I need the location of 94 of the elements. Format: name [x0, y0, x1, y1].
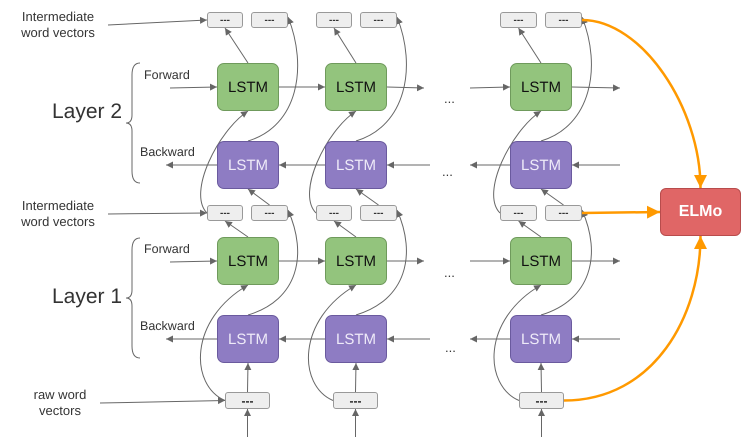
- arrow: [386, 336, 430, 342]
- direction-label: Forward: [144, 68, 204, 88]
- vector-box: ---: [316, 12, 352, 28]
- arrow: [470, 336, 510, 342]
- arrow: [248, 188, 270, 206]
- arrow: [278, 162, 326, 168]
- vector-box: ---: [251, 205, 288, 221]
- arrow: [278, 336, 326, 342]
- vector-box: ---: [545, 205, 582, 221]
- arrow: [224, 28, 248, 64]
- arrow: [200, 284, 248, 401]
- direction-label: Forward: [144, 242, 204, 262]
- vector-box: ---: [251, 12, 288, 28]
- lstm-box: LSTM: [325, 141, 387, 189]
- arrow: [494, 284, 542, 401]
- arrow: [470, 162, 510, 168]
- lstm-box: LSTM: [510, 141, 572, 189]
- lstm-box: LSTM: [325, 63, 387, 111]
- ellipsis: ...: [444, 91, 455, 106]
- arrow: [248, 16, 298, 142]
- row-label: Intermediate word vectors: [8, 197, 108, 231]
- arrow: [309, 110, 356, 214]
- output-box: ELMo: [660, 188, 741, 236]
- arrow: [582, 18, 706, 188]
- arrow: [470, 258, 510, 264]
- arrow: [386, 84, 424, 92]
- arrow: [352, 408, 359, 437]
- vector-box: ---: [545, 12, 582, 28]
- arrow: [572, 162, 620, 168]
- arrow: [166, 162, 218, 168]
- arrow: [572, 258, 620, 264]
- vector-box: ---: [519, 392, 564, 409]
- arrow: [166, 336, 218, 342]
- ellipsis: ...: [444, 265, 455, 280]
- arrow: [386, 258, 424, 264]
- arrow: [100, 397, 226, 404]
- arrow: [518, 220, 542, 238]
- arrow: [356, 16, 407, 142]
- ellipsis: ...: [445, 340, 456, 355]
- arrow: [248, 210, 298, 316]
- arrow: [334, 28, 356, 64]
- arrow: [518, 28, 542, 64]
- arrow: [572, 336, 620, 342]
- ellipsis: ...: [442, 164, 453, 179]
- arrow: [334, 220, 356, 238]
- vector-box: ---: [333, 392, 378, 409]
- arrow: [356, 188, 379, 206]
- arrow: [538, 362, 545, 392]
- vector-box: ---: [225, 392, 270, 409]
- lstm-box: LSTM: [325, 315, 387, 363]
- arrow: [493, 110, 542, 214]
- direction-label: Backward: [140, 145, 200, 165]
- arrow: [200, 110, 248, 214]
- lstm-box: LSTM: [325, 237, 387, 285]
- arrow: [386, 162, 430, 168]
- vector-box: ---: [207, 12, 243, 28]
- arrow: [540, 188, 564, 206]
- row-label: raw word vectors: [20, 385, 100, 421]
- arrow: [540, 210, 592, 316]
- arrow: [108, 210, 208, 217]
- vector-box: ---: [360, 205, 397, 221]
- lstm-box: LSTM: [510, 237, 572, 285]
- lstm-box: LSTM: [217, 315, 279, 363]
- arrow: [572, 84, 620, 92]
- lstm-box: LSTM: [510, 63, 572, 111]
- layer-label: Layer 2: [52, 100, 122, 124]
- arrow: [352, 362, 360, 392]
- lstm-box: LSTM: [217, 141, 279, 189]
- arrow: [244, 362, 252, 392]
- vector-box: ---: [500, 205, 537, 221]
- vector-box: ---: [207, 205, 243, 221]
- lstm-box: LSTM: [217, 63, 279, 111]
- vector-box: ---: [316, 205, 352, 221]
- arrow: [244, 408, 251, 437]
- arrow: [108, 16, 208, 26]
- arrow: [470, 84, 510, 91]
- arrow: [170, 84, 218, 91]
- arrow: [170, 258, 218, 265]
- arrow: [224, 220, 248, 238]
- arrow: [564, 236, 706, 402]
- arrow: [582, 206, 660, 219]
- vector-box: ---: [360, 12, 397, 28]
- arrow: [278, 258, 326, 264]
- direction-label: Backward: [140, 319, 200, 339]
- arrow: [308, 284, 356, 401]
- lstm-box: LSTM: [217, 237, 279, 285]
- row-label: Intermediate word vectors: [8, 8, 108, 42]
- arrow: [538, 408, 545, 437]
- arrow: [356, 210, 407, 316]
- arrow: [278, 84, 326, 90]
- layer-label: Layer 1: [52, 285, 122, 309]
- arrow: [540, 16, 592, 142]
- lstm-box: LSTM: [510, 315, 572, 363]
- vector-box: ---: [500, 12, 537, 28]
